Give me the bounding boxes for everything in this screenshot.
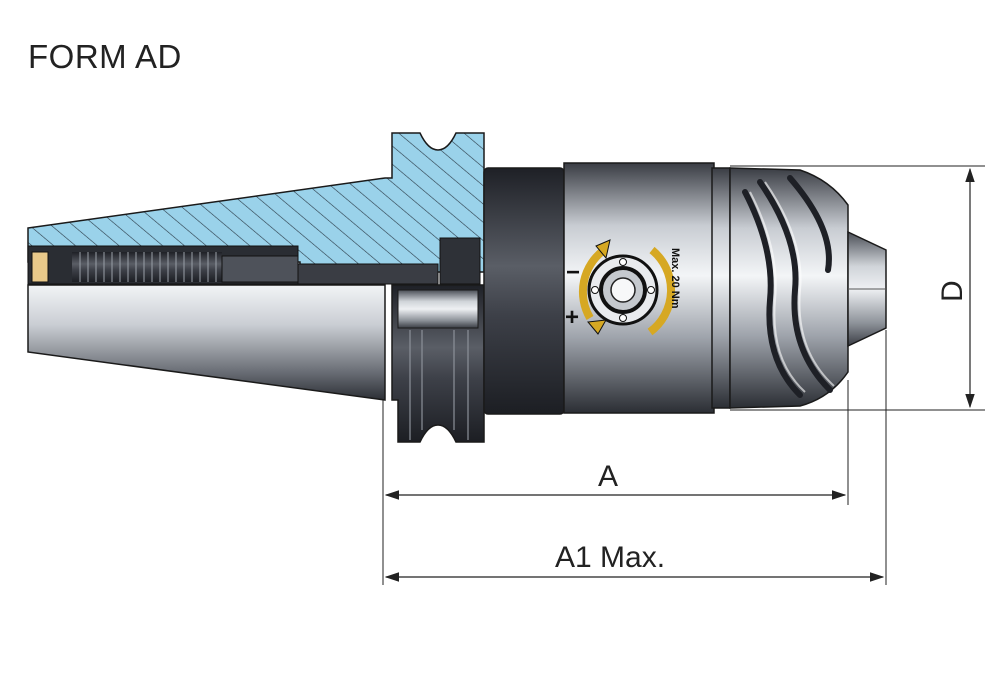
- brass-insert: [31, 251, 49, 283]
- dimension-a-label: A: [598, 460, 618, 493]
- diagram-title: FORM AD: [28, 38, 182, 75]
- chuck-ring: [711, 167, 731, 409]
- plus-symbol: +: [565, 304, 579, 331]
- drawbar-thread: [72, 252, 222, 282]
- bore-step: [221, 255, 299, 283]
- taper-section: [27, 132, 485, 273]
- dimension-d-label: D: [936, 280, 969, 302]
- adjustment-knob: [578, 239, 676, 336]
- dimension-a1-label: A1 Max.: [555, 541, 665, 574]
- flange-collar: [397, 289, 479, 329]
- bore-inner: [297, 263, 439, 285]
- bore-inner-2: [439, 237, 481, 285]
- minus-symbol: −: [566, 259, 580, 286]
- neck: [483, 167, 565, 415]
- taper-lower: [27, 284, 386, 401]
- torque-label: Max. 20 Nm: [669, 248, 681, 309]
- spiral-grooves: [742, 175, 833, 398]
